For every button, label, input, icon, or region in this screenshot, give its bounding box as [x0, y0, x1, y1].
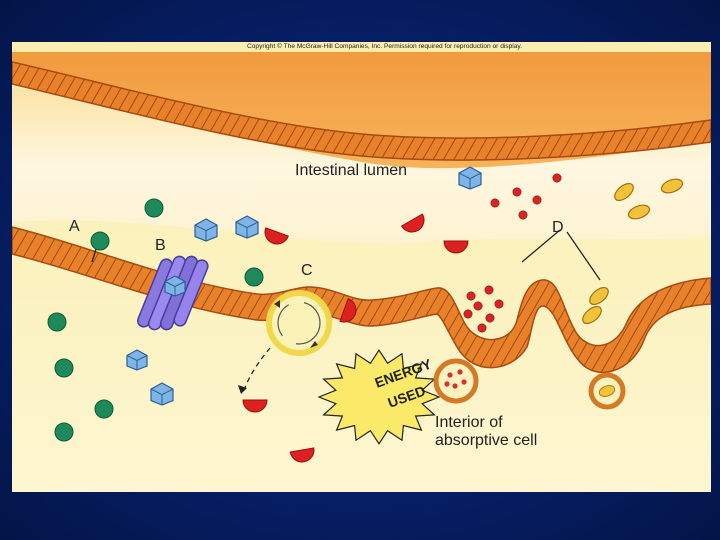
- molecule-layer: [47, 166, 684, 463]
- lipid-droplet: [589, 286, 609, 306]
- red-semicircle-molecule: [400, 213, 425, 233]
- red-dot-molecule: [494, 299, 504, 309]
- red-semicircle-molecule: [264, 227, 289, 245]
- lipid-vesicle: [433, 358, 626, 410]
- vesicle-c: [266, 290, 332, 356]
- lumen-label: Intestinal lumen: [295, 162, 407, 179]
- blue-cube-edge: [164, 281, 186, 296]
- energy-starburst: [317, 349, 441, 445]
- green-sphere-molecule: [54, 358, 74, 378]
- red-dot-molecule: [463, 309, 473, 319]
- red-dot-in-vesicle: [457, 369, 463, 375]
- red-dot-molecule: [466, 291, 476, 301]
- interior-label-line2: absorptive cell: [435, 432, 537, 449]
- green-sphere-molecule: [144, 198, 164, 218]
- absorption-diagram: Copyright © The McGraw-Hill Companies, I…: [12, 42, 711, 492]
- blue-cube-edge: [126, 355, 148, 370]
- lipid-droplet: [582, 305, 602, 325]
- red-semicircle-molecule: [289, 447, 315, 463]
- blue-cube-edge: [194, 224, 218, 241]
- red-dot-in-vesicle: [447, 372, 453, 378]
- label-b: B: [155, 237, 166, 254]
- green-sphere-molecule: [94, 399, 114, 419]
- red-dot-molecule: [552, 173, 562, 183]
- red-semicircle-molecule: [443, 240, 469, 254]
- upper-membrane: [12, 61, 711, 161]
- lipid-droplet: [627, 204, 651, 220]
- blue-cube-edge: [150, 388, 174, 405]
- interior-label-line1: Interior of: [435, 414, 503, 431]
- red-dot-in-vesicle: [461, 379, 467, 385]
- copyright-notice: Copyright © The McGraw-Hill Companies, I…: [247, 42, 522, 50]
- lipid-droplet: [660, 178, 684, 194]
- blue-cube-edge: [235, 221, 259, 238]
- green-sphere-molecule: [47, 312, 67, 332]
- red-dot-molecule: [484, 285, 494, 295]
- green-sphere-molecule: [54, 422, 74, 442]
- red-dot-in-vesicle: [444, 381, 450, 387]
- red-semicircle-molecule: [242, 399, 268, 413]
- red-dot-molecule: [512, 187, 522, 197]
- label-d: D: [552, 219, 564, 236]
- blue-cube-edge: [458, 172, 482, 189]
- red-dot-molecule: [477, 323, 487, 333]
- red-dot-molecule: [518, 210, 528, 220]
- lipid-droplet: [614, 182, 634, 202]
- arrow-head: [238, 385, 247, 394]
- green-sphere-molecule: [90, 231, 110, 251]
- label-a: A: [69, 218, 80, 235]
- green-sphere-molecule: [244, 267, 264, 287]
- red-dot-in-vesicle: [452, 383, 458, 389]
- red-dot-molecule: [490, 198, 500, 208]
- red-dot-molecule: [485, 313, 495, 323]
- red-dot-molecule: [532, 195, 542, 205]
- label-c: C: [301, 262, 313, 279]
- red-semicircle-molecule: [339, 298, 357, 323]
- red-dot-molecule: [473, 301, 483, 311]
- lower-membrane-microvilli: [12, 226, 711, 373]
- pointer-lines: [91, 229, 601, 391]
- intestinal-absorption-figure: Copyright © The McGraw-Hill Companies, I…: [12, 42, 711, 492]
